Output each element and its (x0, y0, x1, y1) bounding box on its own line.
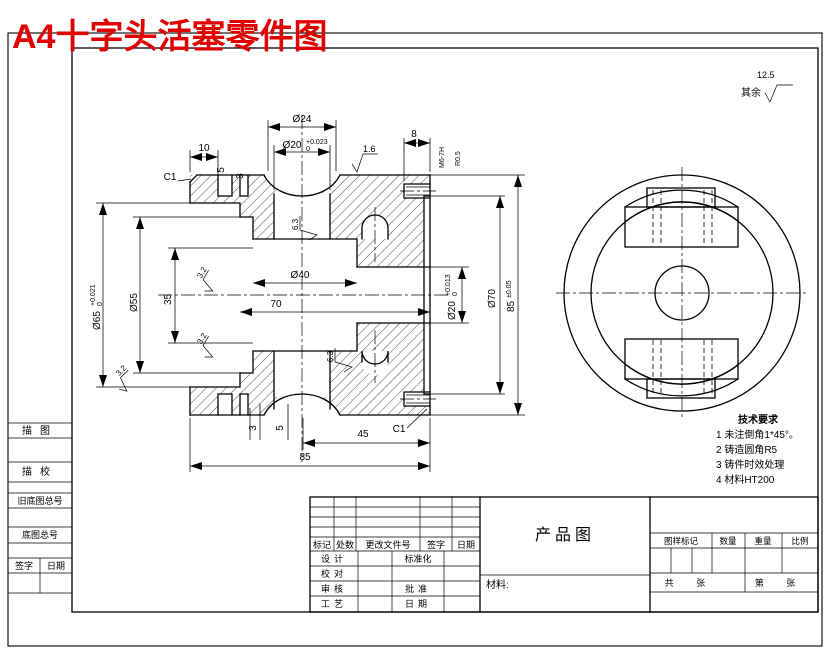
dim-step3: 3 (248, 425, 259, 431)
tb-row-review: 审核 (321, 583, 347, 594)
margin-tracing-label: 描图 (22, 424, 58, 437)
tb-mid-date: 日期 (405, 599, 431, 609)
dim-d20-top-tol-u: +0.023 (306, 139, 328, 146)
end-view (556, 167, 808, 419)
roughness-1-6-value: 1.6 (363, 144, 376, 154)
material-label: 材料: (486, 578, 509, 591)
chamfer-c1-bottom: C1 (393, 424, 406, 435)
dim-groove5: 5 (216, 167, 227, 173)
roughness-6-3-bot-value: 6.3 (326, 350, 335, 362)
dim-h85-tol: ±0.05 (506, 280, 513, 298)
tb-header-date: 日期 (457, 540, 475, 550)
tb-mid-approve: 批准 (405, 583, 431, 594)
roughness-3-2-top: 3.2 (195, 265, 214, 292)
dim-h85-group: 85 ±0.05 (506, 280, 517, 312)
section-view: Ø24 Ø20 +0.023 0 10 5 3 8 M6-7H R0.5 1 (90, 114, 525, 472)
tb-right-qty: 数量 (719, 536, 737, 546)
roughness-6-3-top-value: 6.3 (291, 218, 300, 230)
margin-sign-label: 签字 (15, 560, 33, 571)
margin-check-label: 描校 (22, 465, 58, 478)
tech-item-2: 2 铸造圆角R5 (716, 443, 778, 456)
tech-item-4: 4 材料HT200 (716, 473, 775, 486)
tb-mid-standard: 标准化 (404, 553, 431, 564)
tb-row-process: 工艺 (321, 599, 347, 609)
margin-old-master-label: 旧底图总号 (17, 495, 62, 506)
dim-len10: 10 (198, 143, 210, 154)
dim-len45: 45 (357, 429, 369, 440)
dim-d20-right-tol-u: +0.013 (445, 274, 452, 296)
tb-right-drawing-mark: 图样标记 (664, 536, 699, 546)
roughness-3-2-bottom-left: 3.2 (114, 363, 129, 392)
product-name: 产品图 (535, 526, 595, 544)
dimensions: Ø24 Ø20 +0.023 0 10 5 3 8 M6-7H R0.5 1 (90, 114, 525, 472)
default-roughness-note: 其余 12.5 (741, 70, 793, 103)
dim-len85: 85 (299, 452, 311, 463)
dim-d20-right-tol-l: 0 (452, 292, 459, 296)
dim-d65: Ø65 (92, 311, 103, 330)
thread-callout-2: R0.5 (455, 151, 462, 166)
tb-right-scale: 比例 (791, 536, 808, 546)
dim-d20-top-tol-l: 0 (306, 146, 310, 153)
dim-len35: 35 (163, 293, 174, 305)
chamfer-c1-top: C1 (164, 172, 177, 183)
tb-sheet-total: 共 张 (665, 578, 716, 588)
roughness-check-icon (764, 84, 793, 103)
dim-d20-right-group: Ø20 +0.013 0 (445, 274, 459, 320)
tb-header-sign: 签字 (427, 539, 445, 550)
tech-title: 技术要求 (738, 413, 779, 426)
thread-callout: M6-7H (439, 147, 446, 168)
tb-row-design: 设计 (321, 553, 347, 564)
roughness-1-6: 1.6 (351, 144, 378, 173)
margin-blocks: 描图 描校 旧底图总号 底图总号 签字 日期 (8, 422, 72, 594)
page-title: A4十字头活塞零件图 (12, 18, 327, 56)
dim-d20-right: Ø20 (447, 301, 458, 320)
tb-row-check: 校对 (321, 568, 347, 579)
dim-len8: 8 (411, 129, 417, 140)
title-block: 标记 处数 更改文件号 签字 日期 设计 校对 审核 工艺 标准化 批准 日期 … (309, 496, 819, 613)
roughness-3-2-bl-value: 3.2 (114, 363, 129, 378)
roughness-6-3-bottom: 6.3 (326, 348, 353, 373)
dim-d70: Ø70 (487, 289, 498, 308)
margin-master-label: 底图总号 (22, 529, 58, 540)
tb-sheet-no: 第 张 (755, 577, 806, 588)
dim-len70: 70 (270, 299, 282, 310)
tech-item-1: 1 未注倒角1*45°。 (716, 428, 799, 441)
tb-right-weight: 重量 (754, 536, 772, 546)
tech-item-3: 3 铸件时效处理 (716, 458, 784, 471)
roughness-3-2-mid: 3.2 (195, 331, 214, 358)
dim-step5: 5 (275, 425, 286, 431)
dim-d24: Ø24 (293, 114, 312, 125)
surface-value: 12.5 (757, 70, 775, 80)
tb-header-count: 处数 (336, 539, 354, 550)
dim-h85: 85 (506, 300, 517, 312)
surface-prefix-label: 其余 (741, 86, 761, 99)
dim-d65-tol-u: +0.021 (90, 284, 97, 306)
dim-d55: Ø55 (129, 293, 140, 312)
tb-header-docno: 更改文件号 (365, 539, 410, 550)
margin-date-label: 日期 (47, 561, 65, 571)
tb-header-mark: 标记 (313, 539, 331, 550)
dim-d20-top: Ø20 (283, 140, 302, 151)
technical-requirements: 技术要求 1 未注倒角1*45°。 2 铸造圆角R5 3 铸件时效处理 4 材料… (716, 413, 799, 486)
center-lines (158, 115, 448, 462)
dim-groove3: 3 (235, 173, 246, 179)
roughness-6-3-top: 6.3 (291, 216, 318, 241)
dim-d65-tol-l: 0 (97, 302, 104, 306)
dim-d65-group: Ø65 +0.021 0 (90, 284, 104, 330)
dim-d40: Ø40 (291, 270, 310, 281)
